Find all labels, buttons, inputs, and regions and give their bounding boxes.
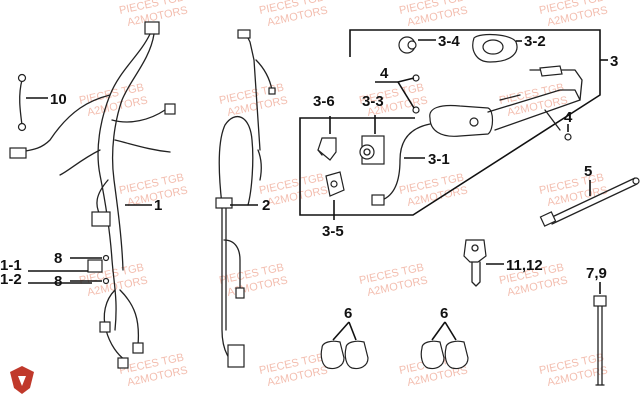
part-11-12-key[interactable]	[463, 239, 487, 287]
label-4a: 4	[380, 65, 389, 82]
label-10: 10	[50, 91, 67, 108]
tgb-shield-logo-icon	[10, 366, 34, 394]
label-8b: 8	[54, 273, 62, 290]
label-3-2: 3-2	[524, 33, 546, 50]
label-3-5: 3-5	[322, 223, 344, 240]
part-1-1-relay[interactable]	[87, 259, 103, 273]
leader-6b-l	[431, 321, 446, 341]
group-3-frame	[299, 29, 601, 216]
label-1: 1	[154, 197, 162, 214]
part-3-3-switch[interactable]	[359, 135, 385, 165]
part-5-rod[interactable]	[539, 177, 640, 227]
label-6a: 6	[344, 305, 352, 322]
part-8-screws[interactable]	[102, 254, 110, 285]
part-3-4-key-cover[interactable]	[398, 36, 417, 54]
part-3-5-plate[interactable]	[325, 171, 345, 197]
label-7-9: 7,9	[586, 265, 607, 282]
leader-4a-b2	[397, 81, 415, 109]
label-3-4: 3-4	[438, 33, 460, 50]
label-1-2: 1-2	[0, 271, 22, 288]
part-lock-body[interactable]	[429, 65, 583, 137]
label-3-1: 3-1	[428, 151, 450, 168]
label-4b: 4	[564, 109, 573, 126]
leader-6a-l	[332, 321, 350, 341]
leader-4a-b1	[397, 77, 415, 83]
label-6b: 6	[440, 305, 448, 322]
part-10-cable[interactable]	[17, 73, 27, 132]
leader-6a-r	[348, 321, 357, 341]
part-3-1-lead[interactable]	[371, 123, 431, 206]
label-3: 3	[610, 53, 618, 70]
label-8a: 8	[54, 250, 62, 267]
label-1-1: 1-1	[0, 257, 22, 274]
part-1-wiring-harness[interactable]	[9, 21, 176, 369]
label-11-12: 11,12	[506, 257, 543, 274]
part-2-cable[interactable]	[215, 29, 276, 368]
part-6-connectors-right[interactable]	[420, 340, 469, 370]
label-5: 5	[584, 163, 592, 180]
leader-6b-r	[444, 321, 457, 341]
label-3-6: 3-6	[313, 93, 335, 110]
label-2: 2	[262, 197, 270, 214]
part-3-6-bracket[interactable]	[317, 137, 337, 161]
part-3-2-switch-cover[interactable]	[472, 33, 518, 63]
part-7-9-bolt[interactable]	[593, 295, 607, 386]
label-3-3: 3-3	[362, 93, 384, 110]
part-6-connectors-left[interactable]	[320, 340, 369, 370]
part-4-bolts[interactable]	[412, 74, 572, 141]
